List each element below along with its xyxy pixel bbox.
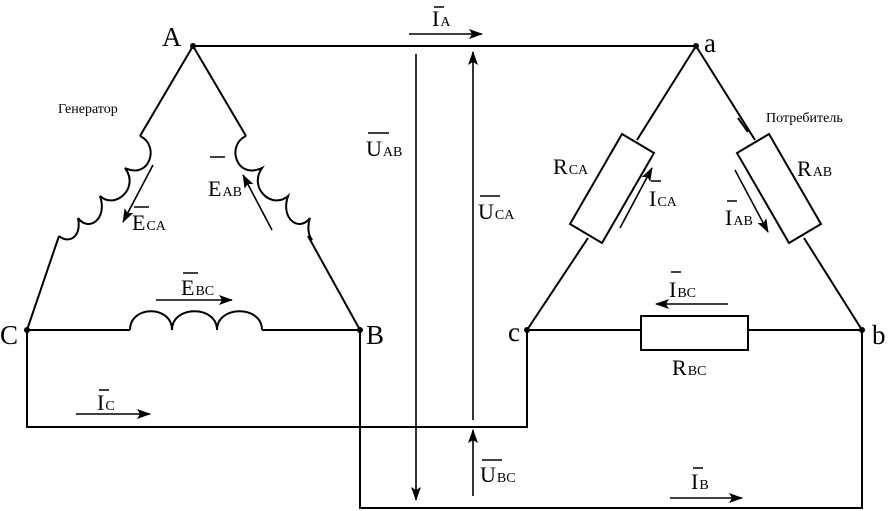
consumer-caption-leader <box>737 117 749 133</box>
consumer-branch-ab <box>695 45 863 331</box>
consumer-branch-ca <box>526 45 697 331</box>
node-dots <box>24 43 865 333</box>
label-rab: RAB <box>797 156 832 181</box>
emf-eca-arrow <box>122 164 154 223</box>
label-rbc: RBC <box>672 355 706 380</box>
label-ic: IC <box>97 390 115 415</box>
label-ica: ICA <box>649 186 678 211</box>
resistor-rca <box>568 132 656 245</box>
label-rca: RCA <box>553 154 589 179</box>
node-label-a: a <box>704 28 716 58</box>
inductor-eca <box>58 135 152 241</box>
node-label-B: B <box>366 320 384 350</box>
label-ebc: EBC <box>181 275 214 300</box>
label-uca: UCA <box>478 199 515 224</box>
node-label-b: b <box>872 320 886 350</box>
arrows <box>76 29 769 503</box>
generator-branch-ab <box>192 45 361 331</box>
node-label-A: A <box>162 22 182 52</box>
label-iab: IAB <box>725 205 753 230</box>
overbars <box>99 6 737 469</box>
resistor-rab <box>735 132 823 245</box>
generator-branch-ca <box>26 45 194 331</box>
current-ica-arrow <box>619 167 653 229</box>
label-eab: EAB <box>208 176 242 201</box>
label-ibc: IBC <box>669 277 696 302</box>
node-dot-c <box>524 327 530 333</box>
consumer-caption: Потребитель <box>766 111 843 126</box>
inductor-ebc <box>129 310 263 331</box>
resistor-rbc <box>640 315 749 351</box>
generator-caption: Генератор <box>58 102 118 117</box>
node-dot-B <box>357 327 363 333</box>
emf-eab-arrow <box>242 174 273 231</box>
label-ib: IB <box>691 469 709 494</box>
node-label-c: c <box>508 317 520 347</box>
line-wires <box>26 45 863 509</box>
node-dot-a <box>693 43 699 49</box>
label-ubc: UBC <box>480 462 516 487</box>
label-uab: UAB <box>366 136 402 161</box>
node-dot-b <box>859 327 865 333</box>
wire-c <box>26 330 528 428</box>
node-dot-C <box>24 327 30 333</box>
consumer-delta <box>526 45 863 351</box>
label-eca: ECA <box>132 210 167 235</box>
node-label-C: C <box>0 320 18 350</box>
label-ia: IA <box>432 6 451 31</box>
inductor-eab <box>234 135 313 241</box>
current-iab-arrow <box>734 169 769 233</box>
wire-b <box>359 330 863 509</box>
generator-delta <box>26 45 361 331</box>
node-dot-A <box>190 43 196 49</box>
